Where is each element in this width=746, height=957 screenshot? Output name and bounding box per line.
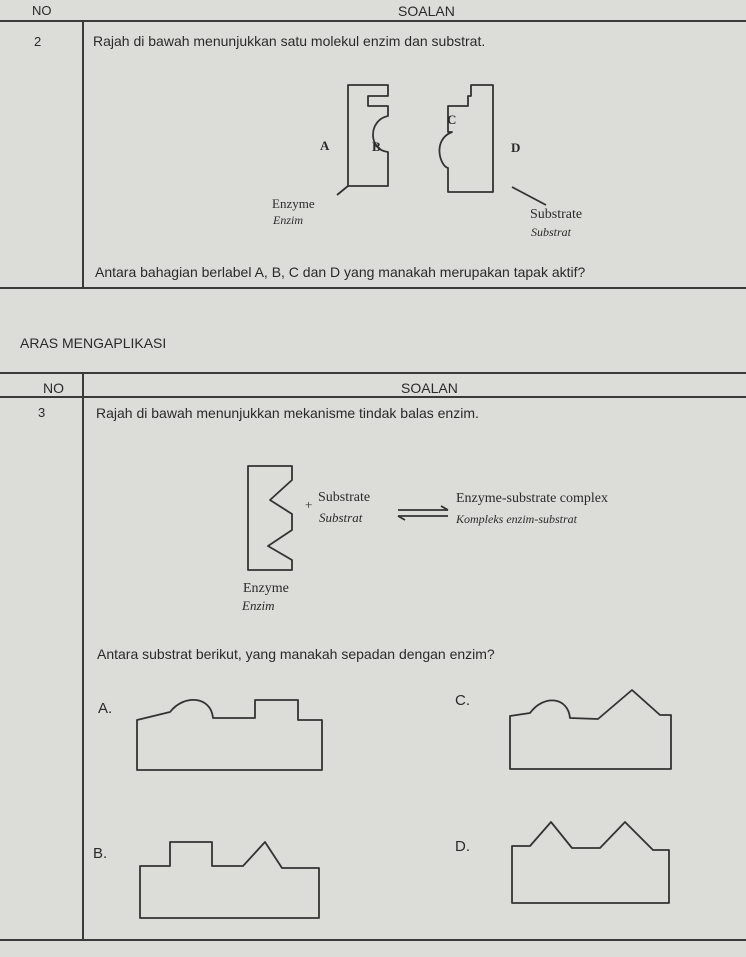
q3-enzyme-shape: [247, 465, 293, 571]
option-c-label[interactable]: C.: [455, 692, 470, 709]
option-c-shape: [509, 689, 672, 770]
q3-substrate-ms: Substrat: [319, 510, 363, 525]
q2-number: 2: [34, 34, 42, 49]
q3-question: Antara substrat berikut, yang manakah se…: [97, 646, 495, 662]
q2-diagram: [336, 84, 547, 206]
q2-question: Antara bahagian berlabel A, B, C dan D y…: [95, 264, 586, 280]
q3-enzyme-en: Enzyme: [243, 581, 289, 596]
q3-complex-en: Enzyme-substrate complex: [456, 491, 609, 506]
option-d-label[interactable]: D.: [455, 838, 470, 855]
q2-enzyme-shape: [347, 84, 389, 187]
option-b-label[interactable]: B.: [93, 845, 108, 862]
q2-label-b: B: [372, 139, 381, 154]
q2-enzyme-en: Enzyme: [272, 196, 315, 211]
q3-header-soalan: SOALAN: [401, 380, 458, 396]
q2-label-a: A: [320, 138, 330, 153]
q3-substrate-en: Substrate: [318, 490, 371, 505]
option-b-shape: [139, 841, 320, 919]
q2-header-soalan: SOALAN: [398, 3, 455, 19]
q3-number: 3: [38, 405, 46, 420]
q2-header-no: NO: [32, 3, 52, 18]
option-a-shape: [136, 698, 323, 771]
section-title: ARAS MENGAPLIKASI: [20, 335, 167, 351]
q3-header-no: NO: [43, 380, 64, 396]
q2-label-c: C: [447, 112, 457, 127]
q3-prompt: Rajah di bawah menunjukkan mekanisme tin…: [96, 405, 479, 421]
q3-equilibrium-arrows: [397, 505, 449, 521]
q2-enzyme-ms: Enzim: [273, 213, 303, 227]
q3-complex-ms: Kompleks enzim-substrat: [456, 512, 577, 526]
q2-substrate-en: Substrate: [530, 207, 583, 222]
q2-substrate-ms: Substrat: [531, 225, 572, 239]
option-a-label[interactable]: A.: [98, 700, 113, 717]
q2-label-d: D: [511, 140, 521, 155]
q2-substrate-shape: [438, 84, 494, 193]
option-d-shape: [511, 821, 670, 904]
q2-prompt: Rajah di bawah menunjukkan satu molekul …: [93, 33, 486, 49]
q3-plus: +: [305, 497, 313, 512]
q3-enzyme-ms: Enzim: [242, 598, 275, 613]
